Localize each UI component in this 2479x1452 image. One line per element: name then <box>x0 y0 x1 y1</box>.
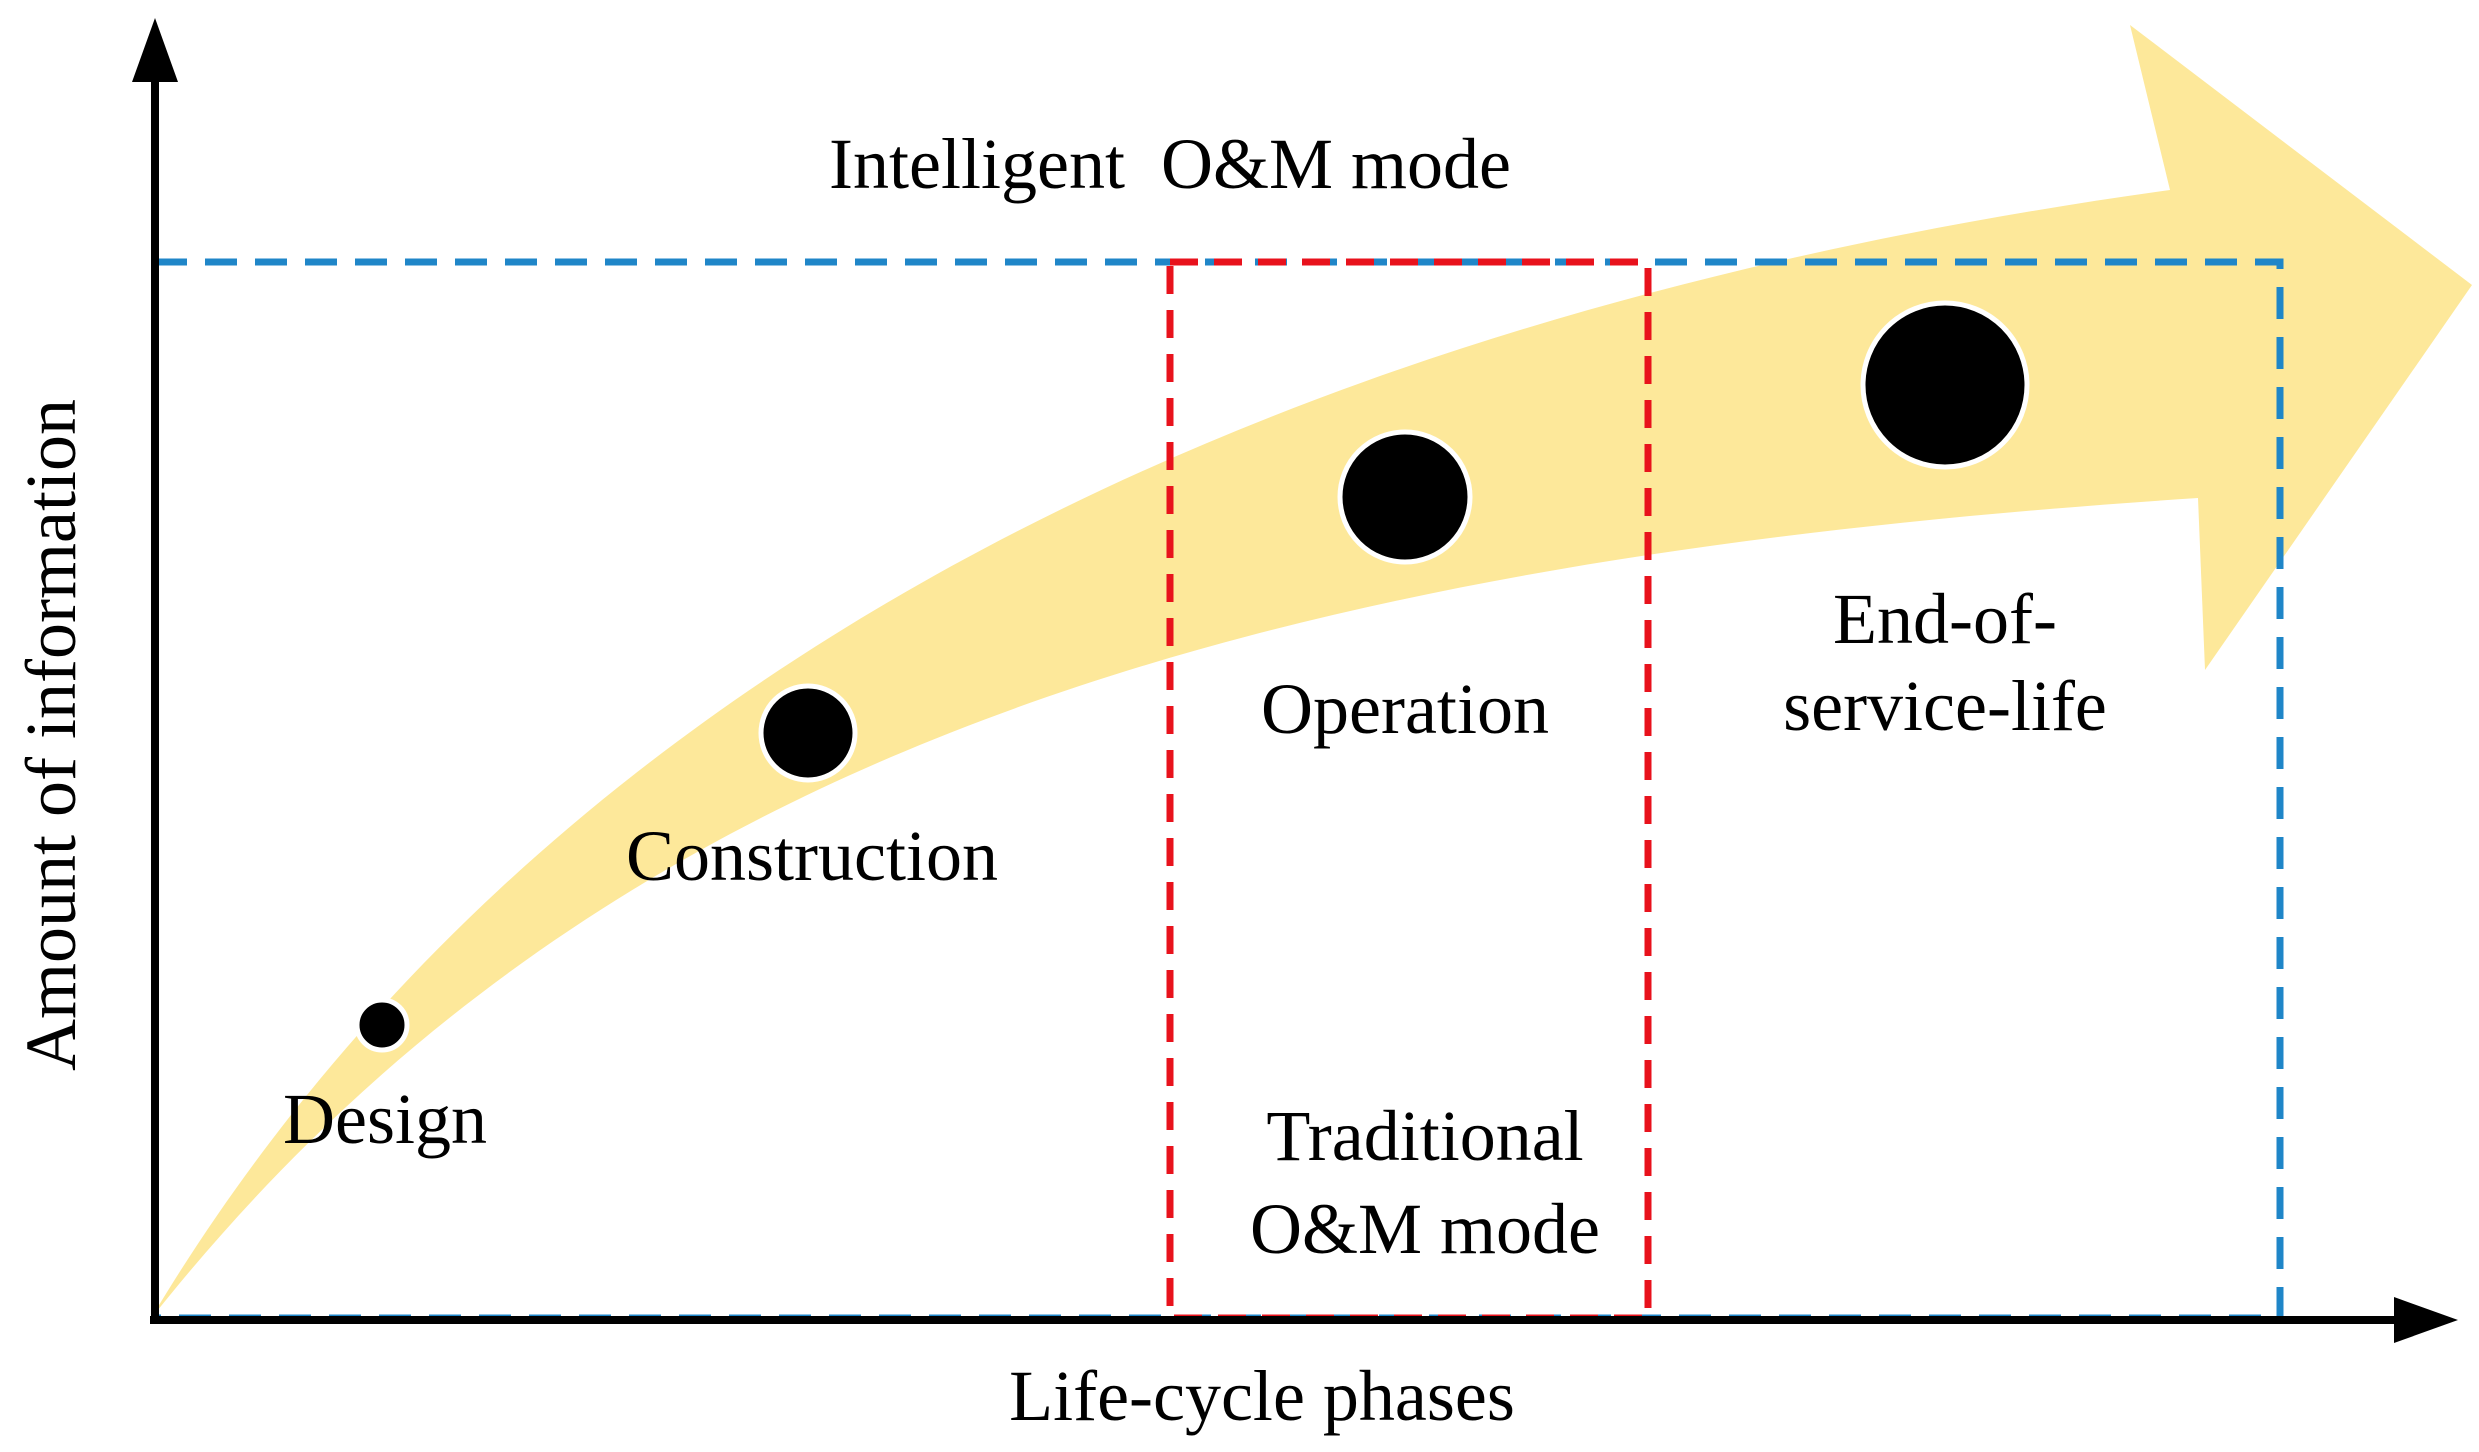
end-of-service-life-label-line2: service-life <box>1783 666 2107 746</box>
construction-dot <box>758 683 858 783</box>
y-axis-arrowhead <box>132 18 178 82</box>
phase-dots <box>354 300 2030 1053</box>
end-of-service-life-dot <box>1860 300 2030 470</box>
y-axis-label: Amount of information <box>11 399 91 1071</box>
end-of-service-life-label-line1: End-of- <box>1833 579 2057 659</box>
axes <box>132 18 2458 1343</box>
construction-label: Construction <box>626 816 998 896</box>
x-axis-arrowhead <box>2394 1297 2458 1343</box>
operation-dot <box>1337 429 1473 565</box>
traditional-mode-label-line2: O&M mode <box>1250 1189 1600 1269</box>
design-dot <box>354 997 410 1053</box>
intelligent-mode-label: Intelligent O&M mode <box>829 124 1511 204</box>
traditional-mode-label-line1: Traditional <box>1266 1096 1583 1176</box>
operation-label: Operation <box>1261 669 1549 749</box>
x-axis-label: Life-cycle phases <box>1009 1356 1515 1436</box>
design-label: Design <box>283 1079 487 1159</box>
